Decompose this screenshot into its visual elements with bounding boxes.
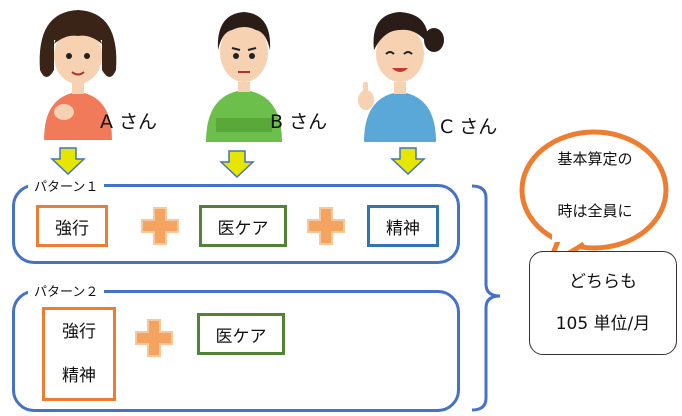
result-line-1: どちらも	[569, 272, 637, 292]
down-arrow-icon	[390, 147, 426, 175]
pattern-2-label: パターン２	[28, 281, 105, 300]
bubble-line-2: 時は全員に	[557, 202, 633, 220]
pattern-2-seishin: 精神	[62, 366, 96, 386]
person-b-label: B さん	[270, 111, 328, 133]
person-a	[30, 0, 126, 150]
plus-icon	[141, 207, 179, 245]
person-c-illustration	[358, 12, 444, 142]
person-a-illustration	[39, 10, 117, 140]
person-b-illustration	[206, 12, 282, 142]
pattern-1-kyoko: 強行	[36, 205, 108, 247]
pattern-2-kyoko: 強行	[62, 322, 96, 342]
down-arrow-icon	[50, 147, 86, 175]
person-b	[196, 0, 292, 150]
pattern-1-ikea: 医ケア	[199, 205, 287, 247]
down-arrow-icon	[219, 150, 255, 178]
pattern-1-seishin: 精神	[367, 205, 439, 247]
bracket	[471, 184, 501, 412]
plus-icon	[135, 319, 173, 357]
result-line-2: 105 単位/月	[555, 314, 651, 334]
person-a-label: A さん	[100, 111, 158, 133]
person-c-label: C さん	[440, 116, 498, 138]
person-c	[350, 0, 446, 150]
result-box: どちらも 105 単位/月	[529, 251, 677, 355]
bubble-line-1: 基本算定の	[557, 150, 633, 168]
pattern-1-label: パターン１	[28, 176, 105, 195]
pattern-2-kyoko-seishin: 強行 精神	[42, 307, 116, 401]
plus-icon	[307, 207, 345, 245]
pattern-2-ikea: 医ケア	[197, 313, 285, 355]
